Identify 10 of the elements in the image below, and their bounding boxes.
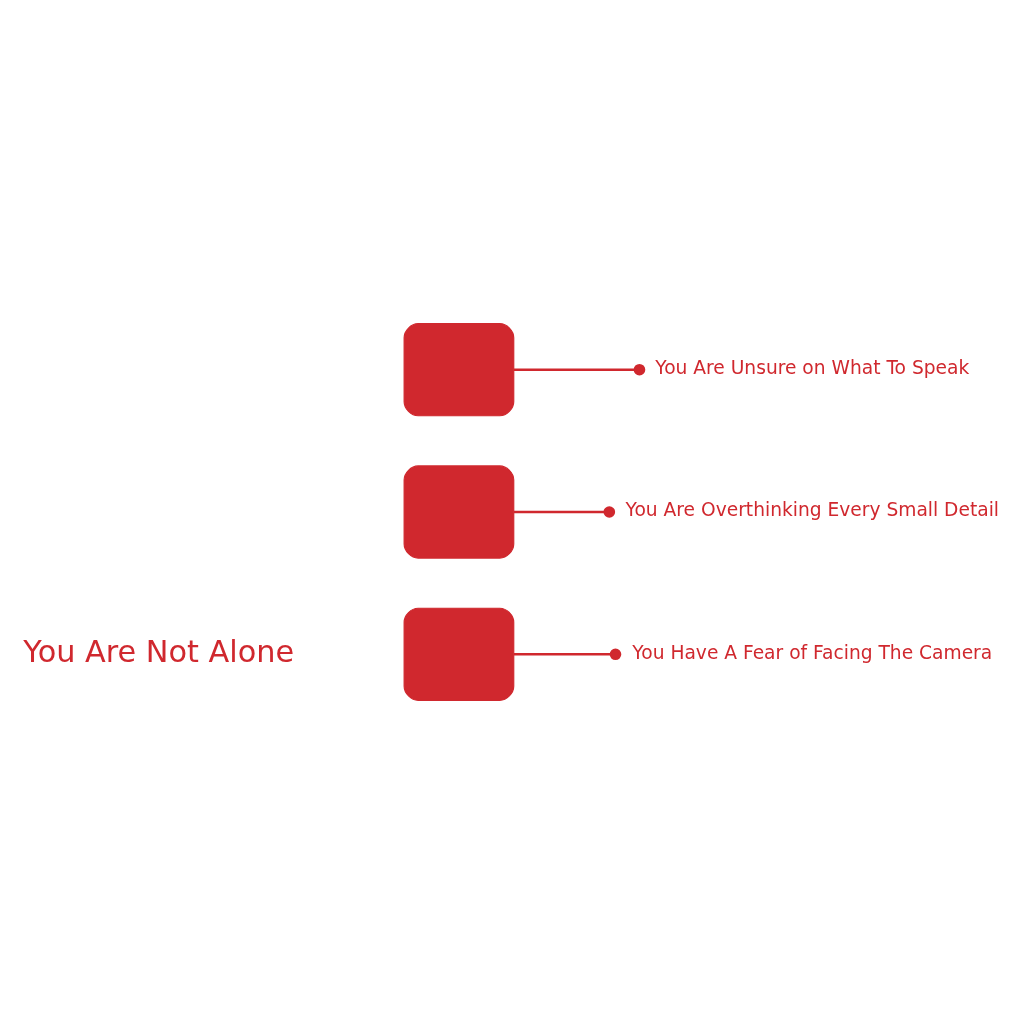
node-text: You Are Overthinking Every Small Detail <box>625 499 1000 521</box>
node-segment <box>403 323 515 417</box>
connector <box>513 506 616 518</box>
node-text: You Have A Fear of Facing The Camera <box>632 641 993 663</box>
node-text: You Are Unsure on What To Speak <box>655 357 970 379</box>
node-segment <box>403 465 515 559</box>
connector <box>513 363 646 376</box>
node-segment <box>403 607 515 701</box>
label: You Are Not Alone <box>23 633 295 669</box>
connector <box>513 648 622 661</box>
